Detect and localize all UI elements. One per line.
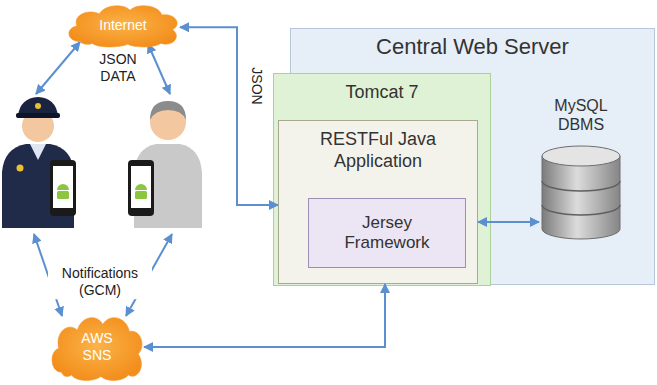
cloud-label: AWS SNS [77, 330, 117, 364]
civilian-figure [128, 101, 202, 228]
box-title: Jersey Framework [332, 213, 442, 254]
json-arrow [36, 42, 80, 94]
framework-box: Jersey Framework [308, 198, 466, 268]
box-title: Central Web Server [376, 34, 569, 60]
container-box: Tomcat 7 RESTFul Java ApplicationJersey F… [273, 73, 491, 286]
edge-label: JSON [249, 65, 266, 106]
connector-arrow [478, 221, 539, 223]
police-figure [2, 97, 76, 228]
phone-screen [131, 166, 151, 208]
hair [150, 101, 186, 120]
box-title: Tomcat 7 [345, 82, 418, 104]
cylinder-top [542, 146, 620, 166]
notification-arrow [34, 234, 62, 316]
application-box: RESTFul Java ApplicationJersey Framework [278, 120, 478, 284]
cloud-outline [69, 6, 177, 47]
json-arrow [148, 44, 170, 94]
cloud-outline [52, 318, 142, 381]
link-label: Notifications (GCM) [48, 265, 152, 299]
user-links [34, 42, 172, 316]
cylinder-band [542, 181, 620, 191]
notification-arrow [126, 234, 172, 316]
database-node: MySQL DBMS [539, 93, 623, 243]
box-title: RESTFul Java Application [279, 129, 477, 172]
collar [30, 144, 46, 160]
android-logo [135, 191, 147, 199]
phone-screen [53, 166, 73, 208]
link-label: JSON DATA [90, 51, 146, 85]
cylinder-band [542, 205, 620, 215]
server-box: Central Web ServerTomcat 7RESTFul Java A… [290, 28, 655, 285]
android-logo [57, 184, 69, 190]
cloud-node: AWS SNS [48, 312, 146, 382]
cylinder-body [542, 156, 620, 239]
database-cylinder [541, 145, 621, 241]
cloud-label: Internet [99, 17, 146, 34]
cap-badge [35, 103, 41, 109]
phone [128, 160, 154, 216]
phone [50, 160, 76, 216]
android-logo [135, 184, 147, 190]
cap-brim [16, 113, 60, 118]
box-title: MySQL DBMS [546, 96, 616, 134]
android-logo [57, 191, 69, 199]
connector-arrow [144, 284, 385, 347]
cloud-node: Internet [64, 2, 182, 48]
badge [17, 165, 24, 172]
connector-arrow [180, 27, 278, 205]
